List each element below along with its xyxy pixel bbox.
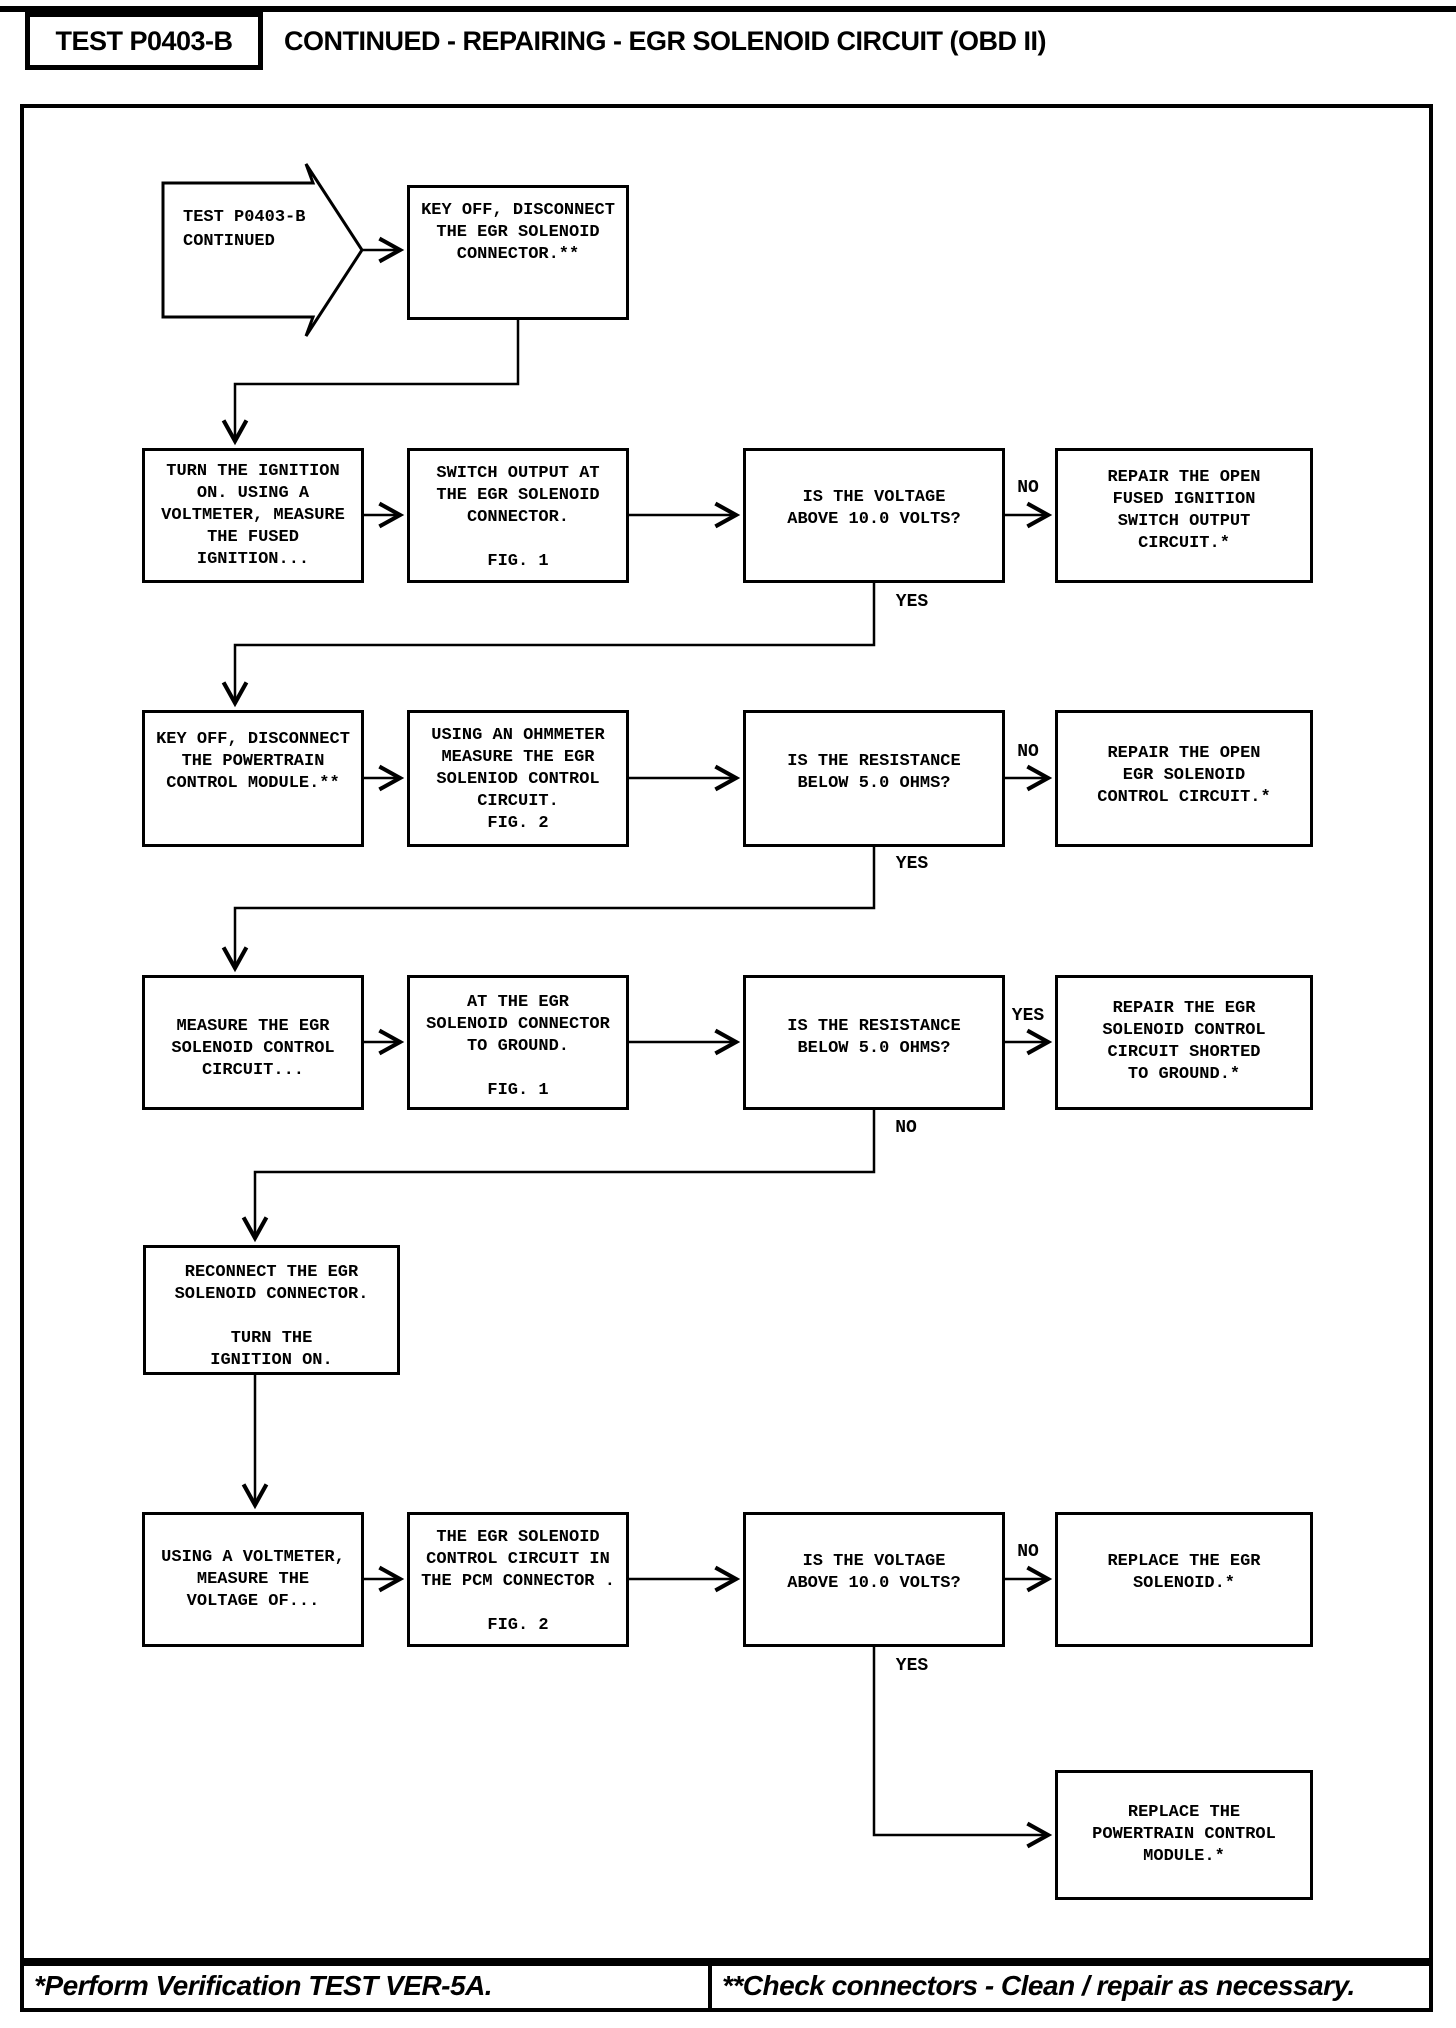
branch-label-no-2: NO	[1017, 742, 1039, 762]
footer-divider	[708, 1962, 712, 2012]
footer-band	[20, 1962, 1433, 2012]
diagram-frame	[20, 104, 1433, 1962]
footer-right-note: **Check connectors - Clean / repair as n…	[722, 1970, 1355, 2001]
flow-box-question-2: IS THE RESISTANCE BELOW 5.0 OHMS?	[743, 710, 1005, 847]
exit-label-yes-4: YES	[895, 1656, 929, 1676]
flow-box-repair-4: REPLACE THE EGR SOLENOID.*	[1055, 1512, 1313, 1647]
flow-box-detail-4: THE EGR SOLENOID CONTROL CIRCUIT IN THE …	[407, 1512, 629, 1647]
page-title: CONTINUED - REPAIRING - EGR SOLENOID CIR…	[284, 26, 1047, 56]
flow-box-question-4: IS THE VOLTAGE ABOVE 10.0 VOLTS?	[743, 1512, 1005, 1647]
exit-label-no-3: NO	[895, 1118, 917, 1138]
flow-box-step-1: TURN THE IGNITION ON. USING A VOLTMETER,…	[142, 448, 364, 583]
flow-box-step-2: KEY OFF, DISCONNECT THE POWERTRAIN CONTR…	[142, 710, 364, 847]
flow-box-repair-3: REPAIR THE EGR SOLENOID CONTROL CIRCUIT …	[1055, 975, 1313, 1110]
flow-box-question-1: IS THE VOLTAGE ABOVE 10.0 VOLTS?	[743, 448, 1005, 583]
exit-label-yes-2: YES	[895, 854, 929, 874]
test-id-label: TEST P0403-B	[55, 25, 233, 56]
flow-box-repair-2: REPAIR THE OPEN EGR SOLENOID CONTROL CIR…	[1055, 710, 1313, 847]
flow-box-detail-1: SWITCH OUTPUT AT THE EGR SOLENOID CONNEC…	[407, 448, 629, 583]
flow-box-question-3: IS THE RESISTANCE BELOW 5.0 OHMS?	[743, 975, 1005, 1110]
flow-box-reconnect: RECONNECT THE EGR SOLENOID CONNECTOR. TU…	[143, 1245, 400, 1375]
branch-label-no-4: NO	[1017, 1542, 1039, 1562]
flow-box-detail-3: AT THE EGR SOLENOID CONNECTOR TO GROUND.…	[407, 975, 629, 1110]
branch-label-yes-3: YES	[1011, 1006, 1045, 1026]
start-label: TEST P0403-B CONTINUED	[183, 208, 306, 251]
test-id-box: TEST P0403-B	[25, 12, 263, 70]
flow-box-step-4: USING A VOLTMETER, MEASURE THE VOLTAGE O…	[142, 1512, 364, 1647]
flow-box-final-action: REPLACE THE POWERTRAIN CONTROL MODULE.*	[1055, 1770, 1313, 1900]
flow-box-detail-2: USING AN OHMMETER MEASURE THE EGR SOLENI…	[407, 710, 629, 847]
flow-box-first-step: KEY OFF, DISCONNECT THE EGR SOLENOID CON…	[407, 185, 629, 320]
start-pennant	[161, 163, 364, 337]
branch-label-no-1: NO	[1017, 478, 1039, 498]
flow-box-step-3: MEASURE THE EGR SOLENOID CONTROL CIRCUIT…	[142, 975, 364, 1110]
flow-box-repair-1: REPAIR THE OPEN FUSED IGNITION SWITCH OU…	[1055, 448, 1313, 583]
exit-label-yes-1: YES	[895, 592, 929, 612]
footer-left-note: *Perform Verification TEST VER-5A.	[34, 1970, 493, 2001]
header-top-rule	[0, 6, 1456, 12]
